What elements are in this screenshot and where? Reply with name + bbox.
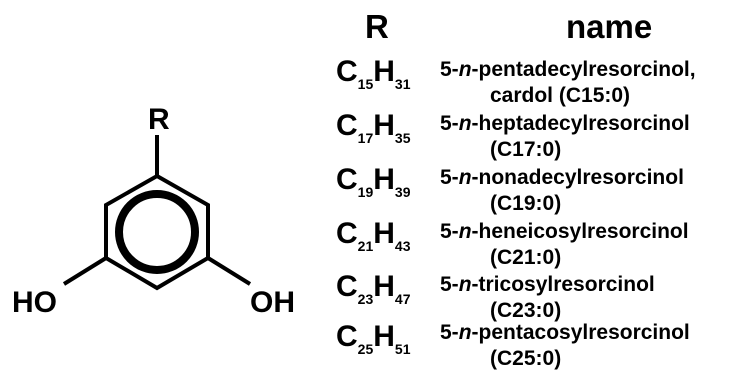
bonds [62, 135, 252, 286]
formula: C21H43 [336, 217, 411, 254]
formula: C19H39 [336, 163, 411, 200]
hydroxyl-left-label: HO [12, 286, 57, 319]
compound-name: 5-n-tricosylresorcinol (C23:0) [440, 273, 655, 322]
compound-name: 5-n-nonadecylresorcinol (C19:0) [440, 166, 684, 215]
resorcinol-structure: R HO OH [12, 103, 295, 319]
formula: C23H47 [336, 270, 411, 307]
aromatic-circle [115, 190, 199, 274]
formula: C17H35 [336, 109, 411, 146]
compound-name: 5-n-heptadecylresorcinol (C17:0) [440, 112, 690, 161]
compound-name: 5-n-pentacosylresorcinol (C25:0) [440, 321, 690, 370]
hydroxyl-right-label: OH [250, 286, 295, 319]
ho-bond [62, 256, 108, 286]
compound-name: 5-n-pentadecylresorcinol, cardol (C15:0) [440, 58, 696, 107]
formula: C15H31 [336, 55, 411, 92]
oh-bond [206, 256, 252, 286]
formula: C25H51 [336, 320, 411, 357]
header-r: R [365, 8, 389, 45]
benzene-ring [104, 173, 210, 291]
header-name: name [566, 8, 653, 45]
substituent-r-label: R [148, 103, 170, 136]
compound-name: 5-n-heneicosylresorcinol (C21:0) [440, 220, 689, 269]
